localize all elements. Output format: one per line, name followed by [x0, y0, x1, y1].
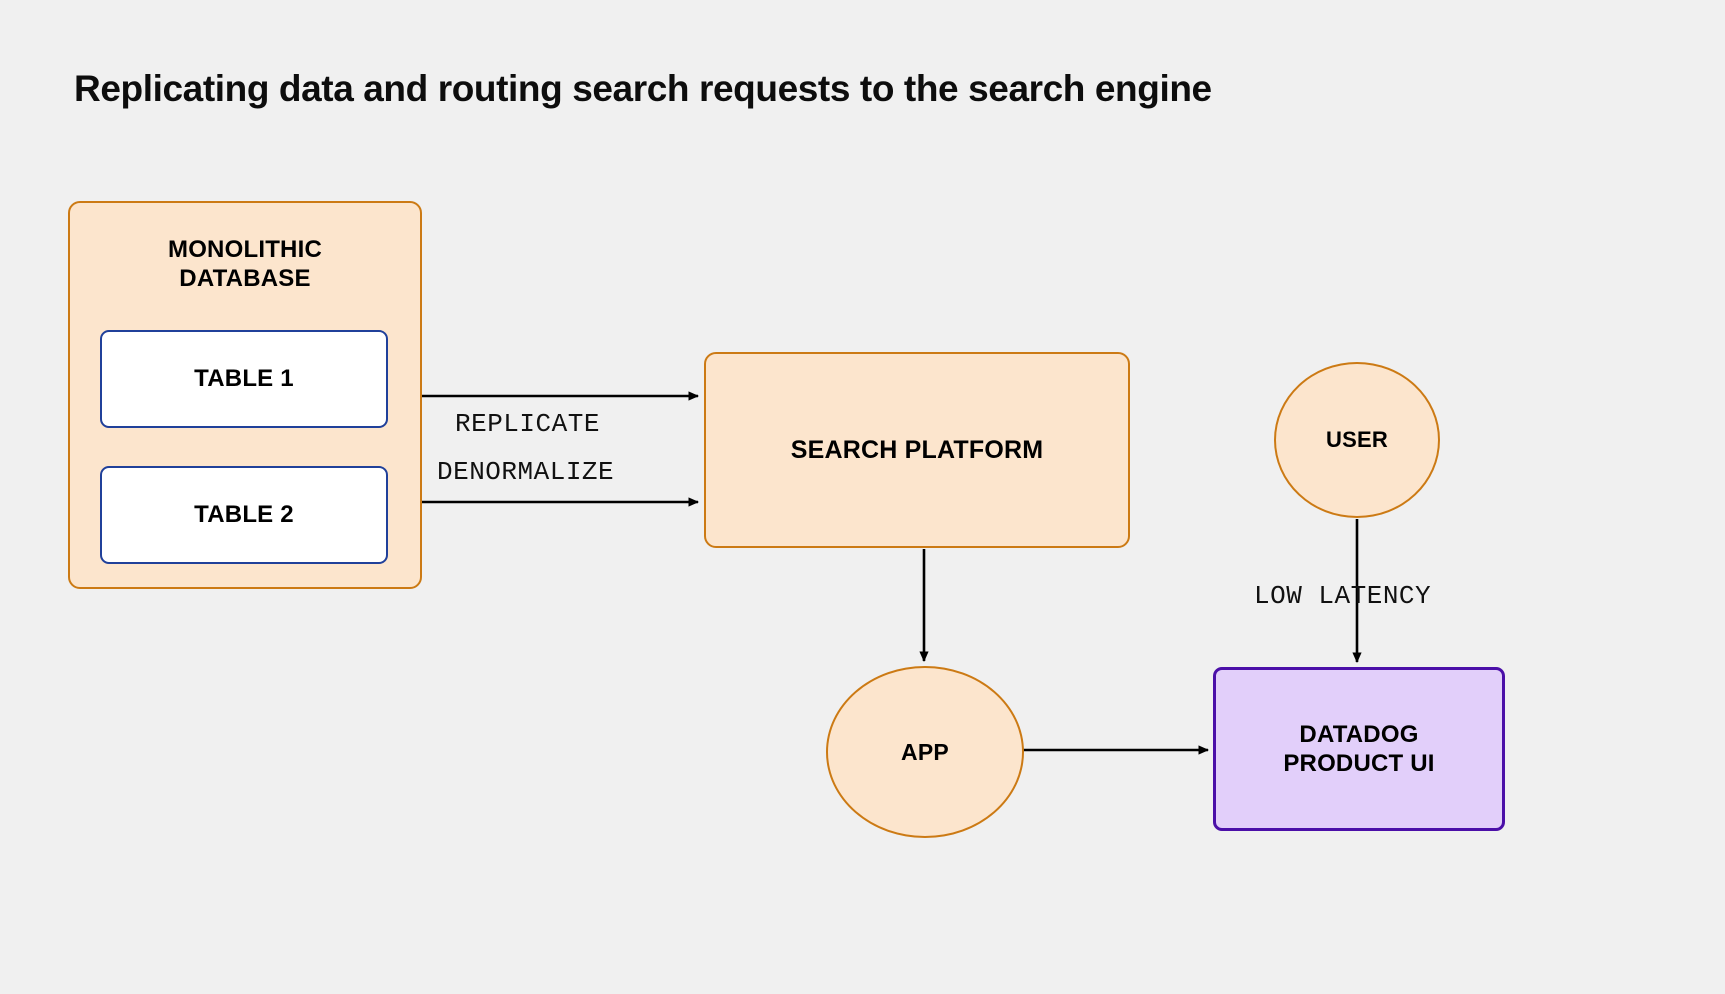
- node-search-platform-label: SEARCH PLATFORM: [790, 435, 1044, 464]
- edge-label-replicate: REPLICATE: [455, 409, 600, 439]
- monolithic-database-line-1: MONOLITHIC: [168, 236, 322, 263]
- page-title: Replicating data and routing search requ…: [74, 68, 1212, 109]
- node-table-1-label: TABLE 1: [194, 365, 294, 393]
- edge-label-denormalize: DENORMALIZE: [437, 457, 615, 487]
- node-table-2-label: TABLE 2: [194, 501, 294, 529]
- node-datadog-product-ui[interactable]: DATADOG PRODUCT UI: [1213, 667, 1505, 831]
- datadog-product-ui-line-2: PRODUCT UI: [1283, 750, 1435, 777]
- node-app-label: APP: [901, 738, 949, 765]
- node-datadog-product-ui-label: DATADOG PRODUCT UI: [1283, 720, 1434, 779]
- node-app[interactable]: APP: [826, 666, 1024, 838]
- node-table-1[interactable]: TABLE 1: [100, 330, 388, 428]
- datadog-product-ui-line-1: DATADOG: [1299, 720, 1419, 748]
- node-user-label: USER: [1326, 426, 1388, 452]
- edge-label-low-latency: LOW LATENCY: [1254, 581, 1432, 611]
- node-table-2[interactable]: TABLE 2: [100, 466, 388, 564]
- node-search-platform[interactable]: SEARCH PLATFORM: [704, 352, 1130, 548]
- node-monolithic-database-label: MONOLITHIC DATABASE: [168, 235, 322, 294]
- node-user[interactable]: USER: [1274, 362, 1440, 518]
- monolithic-database-line-2: DATABASE: [179, 265, 311, 293]
